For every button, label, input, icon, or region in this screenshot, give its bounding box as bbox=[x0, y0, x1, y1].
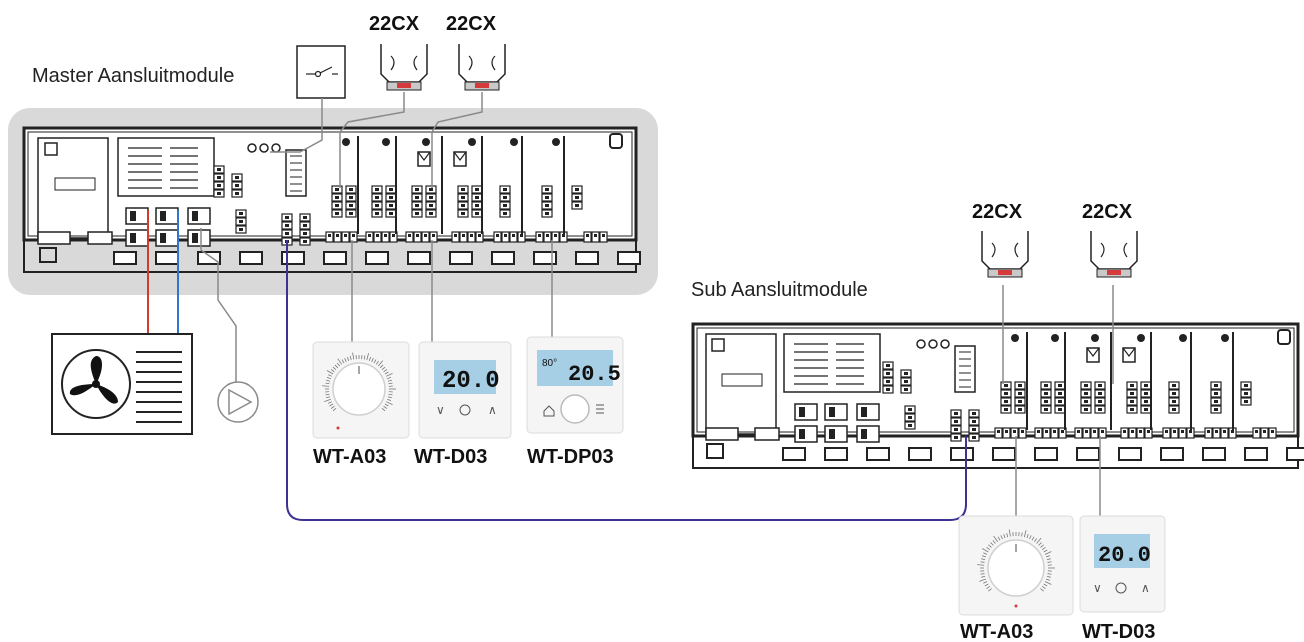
heat-pump-icon bbox=[51, 333, 193, 435]
d03-sub-display: 20.0 bbox=[1098, 543, 1151, 568]
actuator-22cx-sub-b bbox=[1090, 231, 1138, 278]
circulation-pump-icon bbox=[217, 381, 259, 423]
sub-wires bbox=[1002, 285, 1114, 516]
thermostat-label-master-a03: WT-A03 bbox=[313, 446, 386, 468]
svg-text:∨: ∨ bbox=[1093, 581, 1102, 595]
d03-master-display: 20.0 bbox=[442, 368, 500, 395]
actuator-label-master-b: 22CX bbox=[446, 13, 497, 35]
thermostat-wt-d03-master: 20.0 ∨ ∧ bbox=[418, 341, 512, 439]
master-module-board bbox=[22, 126, 641, 273]
actuator-22cx-master-a bbox=[380, 44, 428, 91]
actuator-label-sub-a: 22CX bbox=[972, 201, 1023, 223]
master-module-label: Master Aansluitmodule bbox=[32, 65, 234, 87]
switch-contact-icon bbox=[296, 45, 346, 99]
thermostat-label-sub-a03: WT-A03 bbox=[960, 621, 1033, 642]
thermostat-label-sub-d03: WT-D03 bbox=[1082, 621, 1155, 642]
sub-module-board bbox=[691, 322, 1304, 469]
actuator-22cx-sub-a bbox=[981, 231, 1029, 278]
sub-module-label: Sub Aansluitmodule bbox=[691, 279, 868, 301]
thermostat-wt-a03-sub bbox=[958, 515, 1074, 616]
actuator-label-sub-b: 22CX bbox=[1082, 201, 1133, 223]
svg-text:∨: ∨ bbox=[436, 403, 445, 417]
actuator-22cx-master-b bbox=[458, 44, 506, 91]
dp03-master-display-small: 80° bbox=[542, 358, 557, 369]
thermostat-wt-a03-master bbox=[312, 341, 410, 439]
actuator-label-master-a: 22CX bbox=[369, 13, 420, 35]
svg-text:∧: ∧ bbox=[1141, 581, 1150, 595]
bus-cable bbox=[286, 240, 967, 521]
svg-text:∧: ∧ bbox=[488, 403, 497, 417]
thermostat-wt-dp03-master: 80° 20.5 bbox=[526, 336, 624, 434]
dp03-master-display: 20.5 bbox=[568, 362, 621, 387]
thermostat-wt-d03-sub: 20.0 ∨ ∧ bbox=[1079, 515, 1166, 613]
thermostat-label-master-dp03: WT-DP03 bbox=[527, 446, 614, 468]
master-wires bbox=[200, 92, 553, 388]
thermostat-label-master-d03: WT-D03 bbox=[414, 446, 487, 468]
